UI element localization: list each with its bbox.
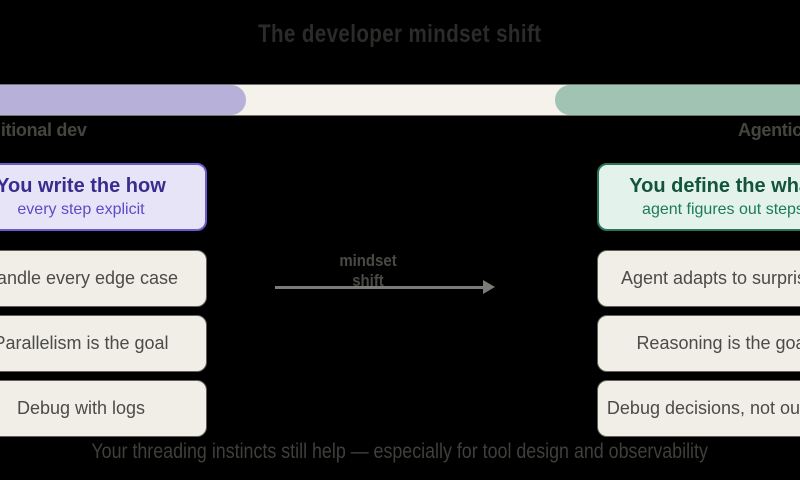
right-box-debug-decisions-label: Debug decisions, not outputs: [606, 398, 800, 418]
left-box-parallelism: Parallelism is the goal: [0, 315, 207, 372]
mindset-shift-arrow-head: [483, 280, 495, 294]
traditional-dev-segment: [0, 85, 246, 115]
left-highlight-heading: You write the how: [0, 175, 166, 197]
right-box-reasoning-label: Reasoning is the goal: [636, 333, 800, 353]
label-traditional-dev: Traditional dev: [0, 120, 87, 140]
label-agentic-dev: Agentic dev: [738, 120, 800, 140]
left-box-edge-cases: Handle every edge case: [0, 250, 207, 307]
left-box-edge-cases-label: Handle every edge case: [0, 268, 179, 288]
caption-row: Your threading instincts still help — es…: [0, 440, 800, 464]
mindset-shift-label-line1: mindset: [339, 251, 397, 270]
right-box-debug-decisions: Debug decisions, not outputs: [597, 380, 800, 437]
right-highlight-subheading: agent figures out steps: [642, 201, 800, 218]
right-highlight-box: You define the what agent figures out st…: [597, 163, 800, 231]
page-title: The developer mindset shift: [258, 20, 542, 48]
mindset-shift-arrow-line: [275, 286, 485, 289]
mindset-shift-label-line2: shift: [352, 271, 384, 290]
right-box-adapts-label: Agent adapts to surprises: [620, 268, 800, 288]
right-box-reasoning: Reasoning is the goal: [597, 315, 800, 372]
footer-caption: Your threading instincts still help — es…: [91, 440, 709, 463]
right-box-adapts: Agent adapts to surprises: [597, 250, 800, 307]
mindset-shift-label: mindset shift: [306, 251, 429, 290]
right-highlight-heading: You define the what: [629, 175, 800, 197]
left-highlight-box: You write the how every step explicit: [0, 163, 207, 231]
left-box-debug-logs-label: Debug with logs: [16, 398, 146, 418]
left-highlight-subheading: every step explicit: [17, 201, 145, 218]
agentic-dev-segment: [555, 85, 800, 115]
title-row: The developer mindset shift: [0, 20, 800, 49]
spectrum-bar: [0, 84, 800, 116]
left-box-debug-logs: Debug with logs: [0, 380, 207, 437]
left-box-parallelism-label: Parallelism is the goal: [0, 333, 169, 353]
